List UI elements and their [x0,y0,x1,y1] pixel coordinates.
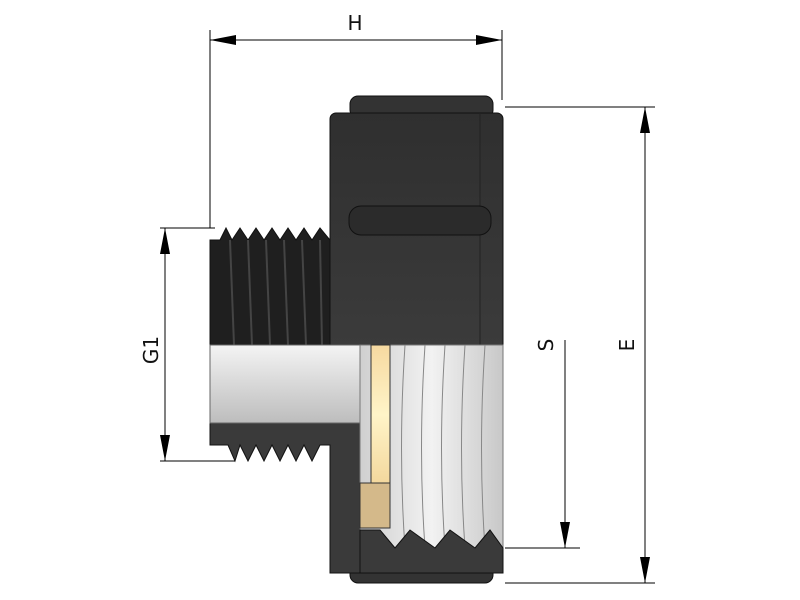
dimension-label-g1: G1 [139,336,163,364]
dimension-label-s: S [534,339,558,352]
male-thread [209,226,361,574]
dimension-lines [160,30,655,584]
dimension-label-h: H [347,11,362,35]
dimension-label-e: E [615,339,639,352]
bore [209,344,361,424]
gasket [359,344,391,529]
grip-rib [348,205,492,236]
